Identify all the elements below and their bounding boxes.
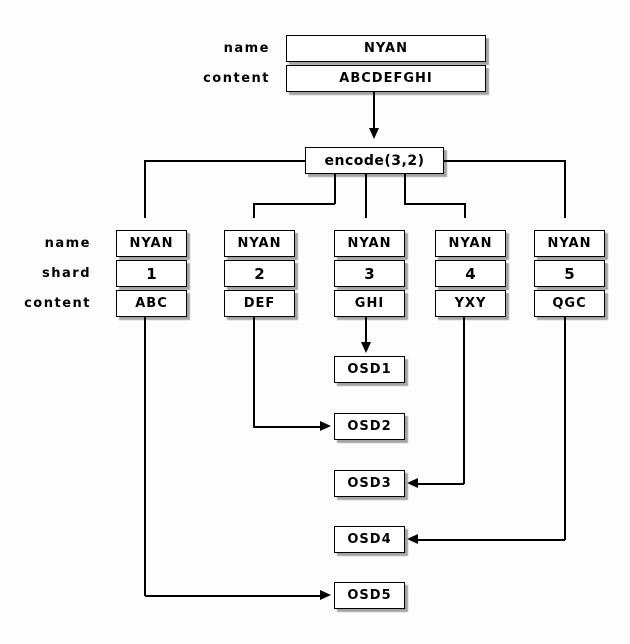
osd1-box: OSD1 [334,356,405,383]
object-content-label: content [203,71,270,86]
edge-encode-shard2-h [254,203,335,205]
arrowhead-right-icon [320,590,331,600]
shard-row-content-label: content [24,296,91,311]
edge-shard4-osd3-v [463,317,465,484]
shard4-number-box: 4 [435,260,506,287]
shard5-name-box: NYAN [534,230,605,257]
shard-row-shard-label: shard [42,266,91,281]
shard3-number-box: 3 [334,260,405,287]
shard1-name-box: NYAN [116,230,187,257]
edge-encode-shard4-v2 [464,203,466,218]
arrowhead-left-icon [407,534,418,544]
edge-shard2-osd2-h [253,426,320,428]
osd3-box: OSD3 [334,470,405,497]
edge-shard1-osd5-v [144,317,146,596]
edge-shard4-osd3-h [418,483,464,485]
shard3-name-box: NYAN [334,230,405,257]
osd2-box: OSD2 [334,413,405,440]
arrowhead-down-icon [369,128,379,139]
edge-encode-shard2-v1 [334,173,336,204]
edge-encode-shard5-h [444,160,565,162]
edge-encode-shard4-v1 [404,173,406,204]
edge-shard2-osd2-v [253,317,255,427]
object-name-box: NYAN [286,35,486,62]
object-name-label: name [223,41,270,56]
edge-shard5-osd4-v [564,317,566,540]
shard3-content-box: GHI [334,290,405,317]
edge-encode-shard1-v [144,160,146,218]
arrowhead-left-icon [407,478,418,488]
edge-encode-shard3-v [365,173,367,218]
shard1-content-box: ABC [116,290,187,317]
edge-shard3-osd1-line [365,317,367,343]
osd5-box: OSD5 [334,582,405,609]
edge-encode-shard2-v2 [253,203,255,218]
encode-box: encode(3,2) [305,147,444,174]
edge-object-encode-line [373,92,375,129]
edge-encode-shard4-h [404,203,465,205]
edge-encode-shard1-h [145,160,305,162]
osd4-box: OSD4 [334,526,405,553]
shard5-number-box: 5 [534,260,605,287]
edge-encode-shard5-v [564,160,566,218]
object-content-box: ABCDEFGHI [286,65,486,92]
shard1-number-box: 1 [116,260,187,287]
shard4-name-box: NYAN [435,230,506,257]
shard-row-name-label: name [44,236,91,251]
edge-shard5-osd4-h [418,539,565,541]
shard2-name-box: NYAN [224,230,295,257]
edge-shard1-osd5-h [145,595,320,597]
shard4-content-box: YXY [435,290,506,317]
shard5-content-box: QGC [534,290,605,317]
arrowhead-down-icon [361,342,371,353]
shard2-number-box: 2 [224,260,295,287]
arrowhead-right-icon [320,421,331,431]
shard2-content-box: DEF [224,290,295,317]
